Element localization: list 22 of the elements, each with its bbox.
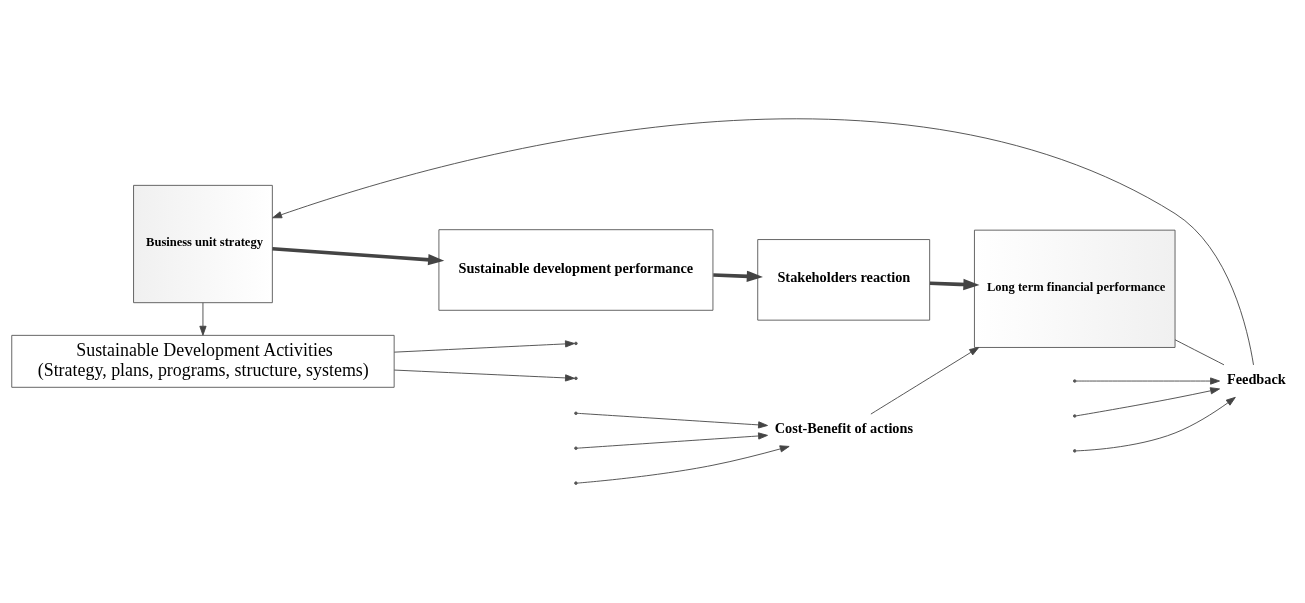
arrow [929,278,980,291]
node-text: Cost-Benefit of actions [774,419,914,436]
node-box: Sustainable Development Activities (Strategy, plans, programs, structure, systems) [11,334,395,388]
arrow [1075,377,1220,385]
arrow [199,302,207,336]
arrow [1075,387,1220,417]
node-box: Sustainable development performance [438,229,714,311]
connector [1174,339,1225,366]
arrow [1075,396,1236,452]
node-box: Stakeholders reaction [757,239,931,321]
arrow [576,412,768,429]
arrow [393,369,575,382]
node-box: Long term financial performance [974,229,1176,348]
node-box: Business unit strategy [133,184,273,304]
arrow [713,270,763,282]
arrow [272,118,1254,366]
arrow [576,445,790,484]
arrow [576,432,768,449]
arrow [272,247,445,266]
arrow [393,340,575,353]
node-text: Feedback [1226,370,1286,387]
arrow [870,347,980,415]
